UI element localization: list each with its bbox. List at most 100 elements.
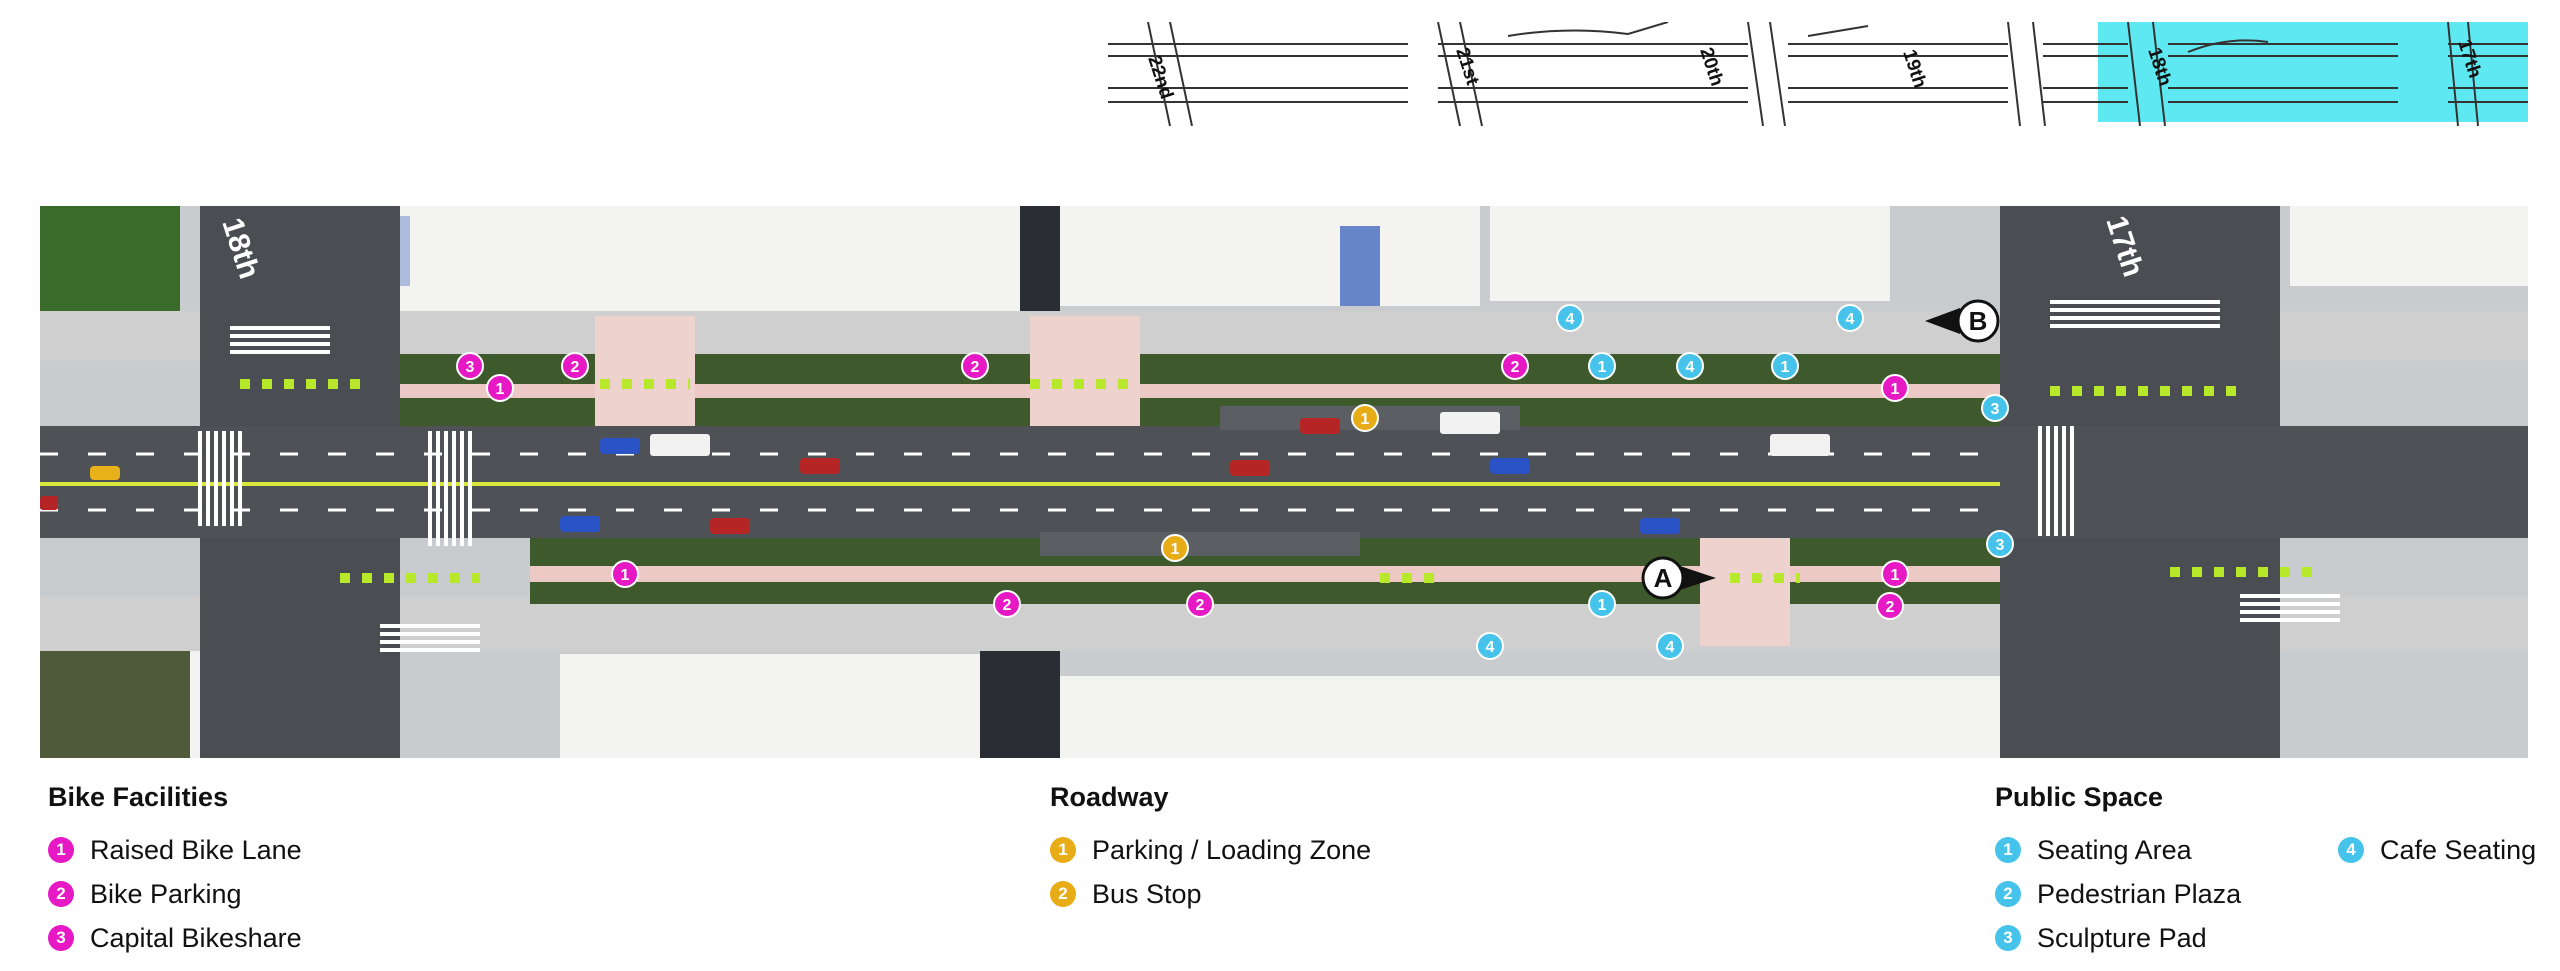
public-space-markers: 1 1 1 3 3 4 4 4 4 4 bbox=[1476, 304, 2014, 660]
svg-text:4: 4 bbox=[1666, 639, 1675, 656]
svg-text:1: 1 bbox=[621, 567, 630, 584]
legend-heading-roadway: Roadway bbox=[1050, 782, 1169, 812]
view-marker-a: A bbox=[1641, 556, 1716, 600]
legend-item-seating-area: 1 Seating Area bbox=[1995, 828, 2241, 872]
marker-bike-parking: 2 bbox=[1501, 352, 1529, 380]
legend-item-bus-stop: 2 Bus Stop bbox=[1050, 872, 1371, 916]
marker-sculpture-pad: 3 bbox=[1986, 530, 2014, 558]
key-map: 22nd 21st 20th 19th 18th 17th bbox=[1108, 22, 2528, 126]
legend-marker-icon: 4 bbox=[2338, 837, 2364, 863]
marker-capital-bikeshare: 3 bbox=[456, 352, 484, 380]
marker-cafe-seating: 4 bbox=[1676, 352, 1704, 380]
plaza-3 bbox=[1700, 536, 1790, 646]
legend-heading-public-space: Public Space bbox=[1995, 782, 2164, 812]
crosswalks bbox=[198, 300, 2340, 652]
view-marker-b: B bbox=[1925, 299, 2000, 343]
marker-bike-parking: 2 bbox=[1186, 590, 1214, 618]
legend-marker-icon: 3 bbox=[48, 925, 74, 951]
svg-text:1: 1 bbox=[1598, 597, 1607, 614]
plaza-1 bbox=[595, 316, 695, 426]
svg-text:1: 1 bbox=[1361, 411, 1370, 428]
svg-text:1: 1 bbox=[496, 381, 505, 398]
svg-text:4: 4 bbox=[1566, 311, 1575, 328]
plaza-2 bbox=[1030, 316, 1140, 426]
legend-label: Cafe Seating bbox=[2380, 834, 2537, 865]
legend-item-capital-bikeshare: 3 Capital Bikeshare bbox=[48, 916, 302, 960]
legend-label: Pedestrian Plaza bbox=[2037, 878, 2242, 909]
svg-text:2: 2 bbox=[971, 359, 980, 376]
parking-lane-bottom bbox=[1040, 532, 1360, 556]
key-map-street-21st: 21st bbox=[1451, 45, 1483, 88]
streetscape-plan: 18th 17th 1 1 1 1 2 2 2 2 2 2 3 1 1 1 1 … bbox=[40, 206, 2528, 758]
legend-item-sculpture-pad: 3 Sculpture Pad bbox=[1995, 916, 2241, 960]
svg-text:3: 3 bbox=[1991, 401, 2000, 418]
svg-text:4: 4 bbox=[1846, 311, 1855, 328]
legend-marker-icon: 3 bbox=[1995, 925, 2021, 951]
marker-bike-parking: 2 bbox=[1876, 592, 1904, 620]
marker-parking-loading-zone: 1 bbox=[1161, 534, 1189, 562]
marker-raised-bike-lane: 1 bbox=[486, 374, 514, 402]
marker-raised-bike-lane: 1 bbox=[1881, 374, 1909, 402]
lane-markings bbox=[40, 452, 2000, 512]
legend-item-pedestrian-plaza: 2 Pedestrian Plaza bbox=[1995, 872, 2241, 916]
marker-seating-area: 1 bbox=[1771, 352, 1799, 380]
svg-text:2: 2 bbox=[1003, 597, 1012, 614]
legend-label: Raised Bike Lane bbox=[90, 834, 302, 865]
view-marker-a-label: A bbox=[1654, 563, 1673, 593]
legend-marker-icon: 2 bbox=[1050, 881, 1076, 907]
legend-public-space: Public Space 1 Seating Area 2 Pedestrian… bbox=[1995, 780, 2241, 960]
legend-label: Capital Bikeshare bbox=[90, 922, 302, 953]
svg-text:1: 1 bbox=[1891, 381, 1900, 398]
key-map-streets bbox=[1108, 22, 2528, 126]
legend-label: Seating Area bbox=[2037, 834, 2192, 865]
legend-heading-bike: Bike Facilities bbox=[48, 782, 229, 812]
key-map-street-22nd: 22nd bbox=[1143, 53, 1177, 102]
marker-bike-parking: 2 bbox=[561, 352, 589, 380]
svg-text:3: 3 bbox=[466, 359, 475, 376]
marker-cafe-seating: 4 bbox=[1836, 304, 1864, 332]
marker-bike-parking: 2 bbox=[993, 590, 1021, 618]
legend-label: Parking / Loading Zone bbox=[1092, 834, 1372, 865]
legend-marker-icon: 2 bbox=[1995, 881, 2021, 907]
legend-marker-icon: 1 bbox=[48, 837, 74, 863]
marker-seating-area: 1 bbox=[1588, 352, 1616, 380]
key-map-street-19th: 19th bbox=[1898, 47, 1930, 91]
marker-cafe-seating: 4 bbox=[1476, 632, 1504, 660]
marker-parking-loading-zone: 1 bbox=[1351, 404, 1379, 432]
marker-bike-parking: 2 bbox=[961, 352, 989, 380]
legend-marker-icon: 1 bbox=[1050, 837, 1076, 863]
key-map-street-20th: 20th bbox=[1695, 45, 1727, 89]
view-marker-b-label: B bbox=[1969, 306, 1988, 336]
svg-text:1: 1 bbox=[1891, 567, 1900, 584]
marker-raised-bike-lane: 1 bbox=[611, 560, 639, 588]
buildings-top bbox=[330, 206, 2528, 314]
roadway-markers: 1 1 bbox=[1161, 404, 1379, 562]
legend-bike-facilities: Bike Facilities 1 Raised Bike Lane 2 Bik… bbox=[48, 780, 302, 960]
legend-roadway: Roadway 1 Parking / Loading Zone 2 Bus S… bbox=[1050, 780, 1371, 916]
marker-cafe-seating: 4 bbox=[1656, 632, 1684, 660]
legend-item-bike-parking: 2 Bike Parking bbox=[48, 872, 302, 916]
marker-cafe-seating: 4 bbox=[1556, 304, 1584, 332]
marker-sculpture-pad: 3 bbox=[1981, 394, 2009, 422]
building-shadow bbox=[1020, 206, 1060, 314]
svg-text:4: 4 bbox=[1486, 639, 1495, 656]
svg-text:1: 1 bbox=[1781, 359, 1790, 376]
legend-label: Bike Parking bbox=[90, 878, 242, 909]
svg-text:2: 2 bbox=[1886, 599, 1895, 616]
legend-item-cafe-seating: 4 Cafe Seating bbox=[2338, 828, 2536, 872]
svg-text:2: 2 bbox=[1511, 359, 1520, 376]
vehicles bbox=[40, 412, 1830, 534]
legend-label: Sculpture Pad bbox=[2037, 922, 2207, 953]
legend-label: Bus Stop bbox=[1092, 878, 1202, 909]
legend-marker-icon: 1 bbox=[1995, 837, 2021, 863]
svg-text:4: 4 bbox=[1686, 359, 1695, 376]
svg-text:1: 1 bbox=[1171, 541, 1180, 558]
svg-text:2: 2 bbox=[571, 359, 580, 376]
bike-crossing-markings bbox=[240, 379, 2320, 583]
svg-text:1: 1 bbox=[1598, 359, 1607, 376]
legend-public-space-col2: 4 Cafe Seating bbox=[2338, 828, 2536, 872]
svg-text:3: 3 bbox=[1996, 537, 2005, 554]
marker-raised-bike-lane: 1 bbox=[1881, 560, 1909, 588]
legend-item-raised-bike-lane: 1 Raised Bike Lane bbox=[48, 828, 302, 872]
legend-marker-icon: 2 bbox=[48, 881, 74, 907]
